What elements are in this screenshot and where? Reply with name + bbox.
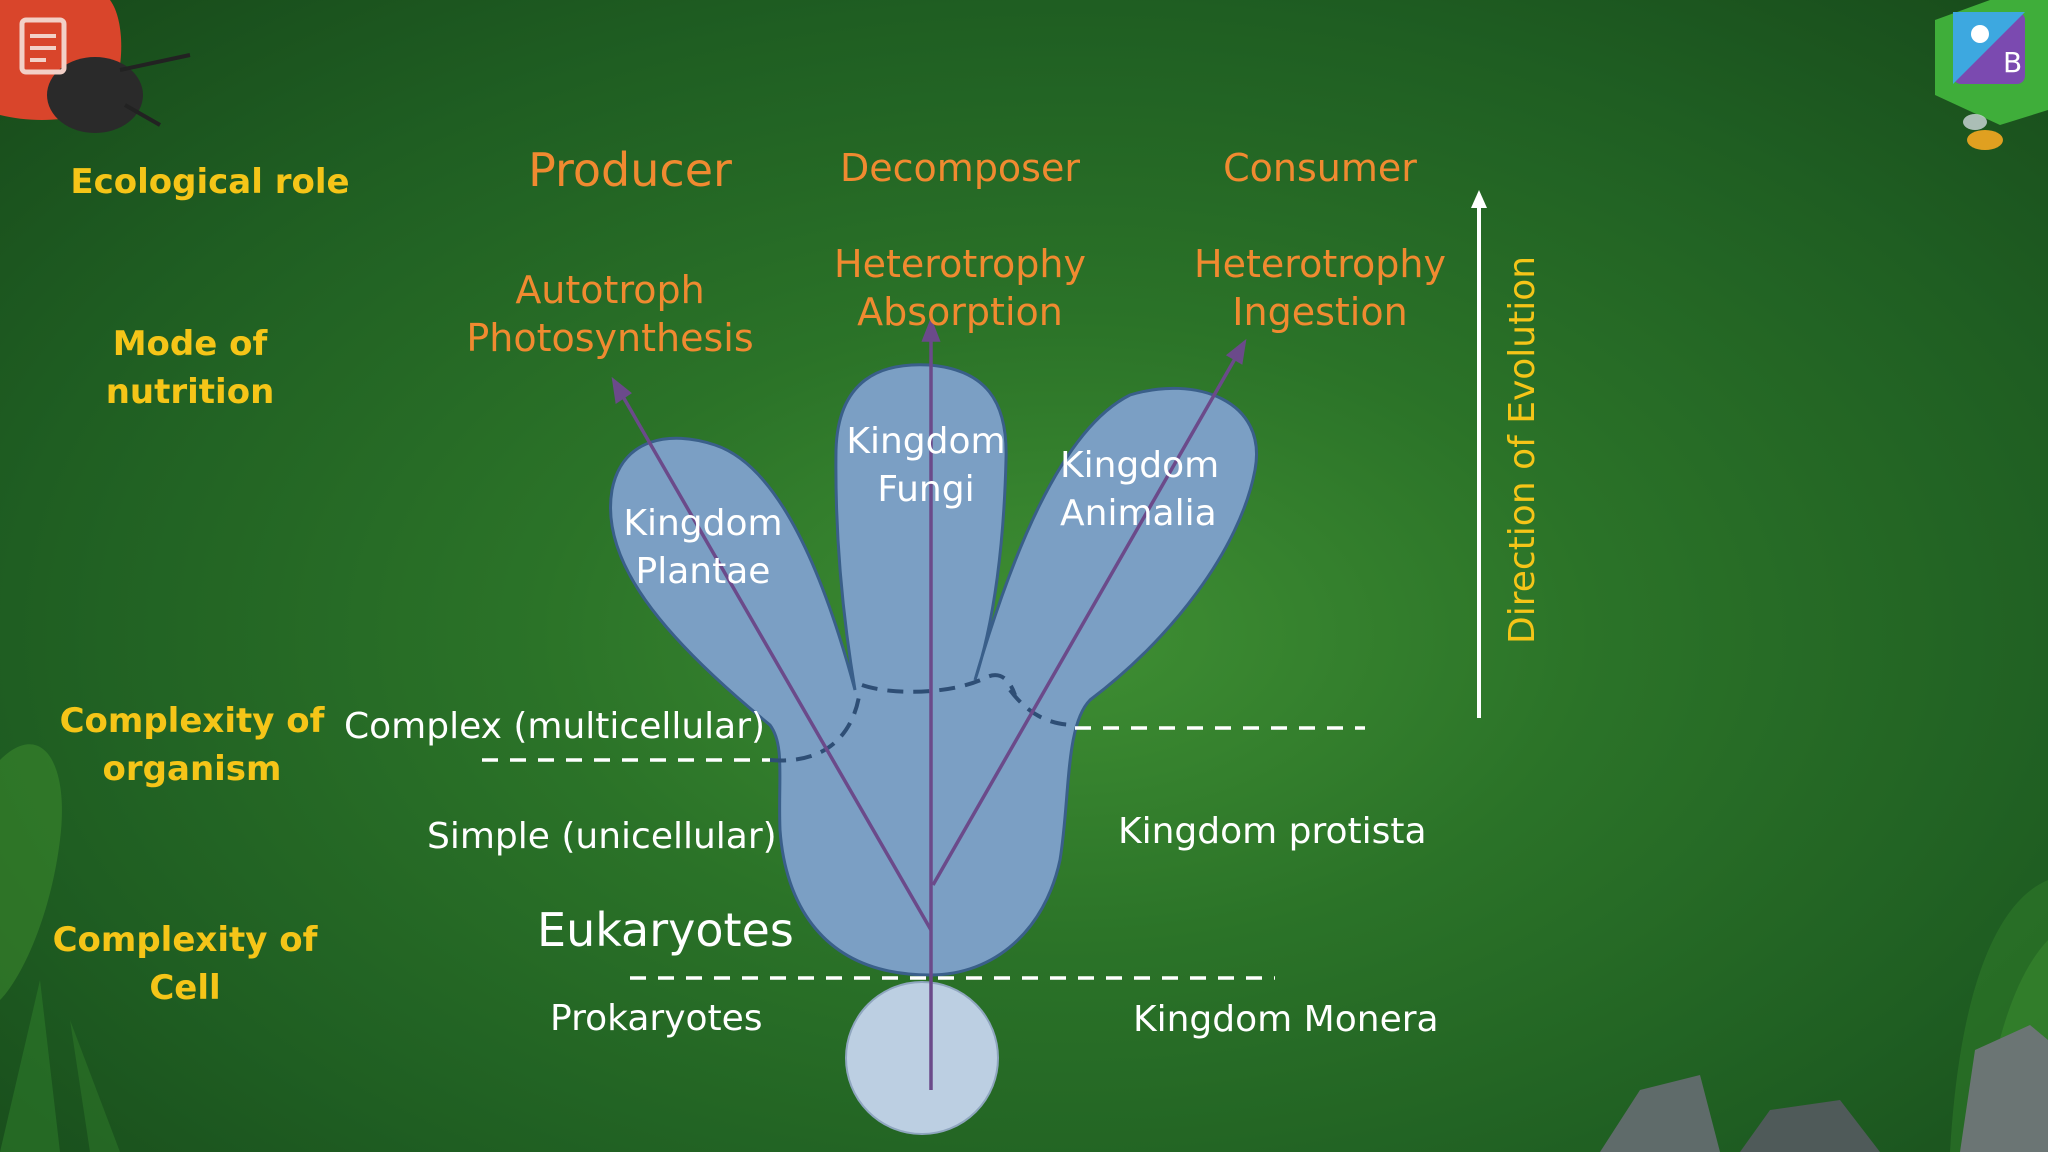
direction-of-evolution-label: Direction of Evolution bbox=[1502, 255, 1543, 644]
role-decomposer: Decomposer bbox=[840, 146, 1080, 190]
evolution-arrow bbox=[1471, 190, 1487, 718]
level-lines bbox=[482, 726, 1365, 980]
kingdom-monera-label: Kingdom Monera bbox=[1133, 999, 1439, 1040]
complexity-of-organism-line-1: Complexity of bbox=[59, 701, 325, 741]
kingdom-fungi-line-1: Kingdom bbox=[846, 421, 1006, 462]
kingdom-animalia-line-2: Animalia bbox=[1060, 493, 1217, 534]
nutrition-decomposer-line-1: Heterotrophy bbox=[834, 242, 1086, 286]
complexity-of-organism-line-2: organism bbox=[102, 749, 282, 789]
plantae-boundary bbox=[769, 689, 862, 763]
nutrition-decomposer: Heterotrophy Absorption bbox=[800, 240, 1120, 336]
nutrition-producer-line-2: Photosynthesis bbox=[466, 316, 754, 360]
animalia-boundary bbox=[1008, 688, 1076, 727]
lineage-arrows bbox=[611, 317, 1247, 1090]
prokaryote-circle bbox=[845, 981, 999, 1135]
complexity-of-cell-line-1: Complexity of bbox=[52, 920, 318, 960]
mode-of-nutrition-line-2: nutrition bbox=[105, 372, 275, 412]
prokaryotes-label: Prokaryotes bbox=[550, 998, 763, 1039]
rock-decoration bbox=[1600, 1075, 1720, 1152]
nutrition-producer-line-1: Autotroph bbox=[515, 268, 705, 312]
svg-text:B: B bbox=[2003, 46, 2022, 79]
leaf-decoration-left bbox=[0, 744, 62, 1000]
kingdom-plantae-line-2: Plantae bbox=[635, 551, 771, 592]
simple-unicellular-label: Simple (unicellular) bbox=[427, 816, 777, 857]
complex-multicellular-label: Complex (multicellular) bbox=[344, 706, 766, 747]
role-consumer: Consumer bbox=[1223, 146, 1417, 190]
nutrition-consumer: Heterotrophy Ingestion bbox=[1160, 240, 1480, 336]
kingdom-plantae-label: Kingdom Plantae bbox=[603, 500, 803, 596]
nutrition-consumer-line-1: Heterotrophy bbox=[1194, 242, 1446, 286]
mode-of-nutrition-label: Mode of nutrition bbox=[60, 320, 320, 416]
kingdom-fungi-label: Kingdom Fungi bbox=[826, 418, 1026, 514]
app-logo-icon[interactable]: B bbox=[1935, 0, 2048, 150]
kingdom-fungi-line-2: Fungi bbox=[877, 469, 975, 510]
kingdom-plantae-line-1: Kingdom bbox=[623, 503, 783, 544]
kingdom-protista-label: Kingdom protista bbox=[1118, 811, 1427, 852]
eukaryote-blob bbox=[609, 363, 1258, 977]
eukaryotes-label: Eukaryotes bbox=[537, 903, 794, 957]
ecological-role-label: Ecological role bbox=[70, 162, 350, 202]
kingdom-animalia-label: Kingdom Animalia bbox=[1060, 442, 1260, 538]
kingdom-animalia-line-1: Kingdom bbox=[1060, 445, 1220, 486]
role-producer: Producer bbox=[528, 143, 732, 197]
fungi-boundary bbox=[861, 673, 1017, 696]
notes-icon[interactable] bbox=[0, 0, 191, 133]
nutrition-consumer-line-2: Ingestion bbox=[1232, 290, 1408, 334]
complexity-of-cell-label: Complexity of Cell bbox=[45, 916, 325, 1012]
complexity-of-cell-line-2: Cell bbox=[149, 968, 221, 1008]
nutrition-producer: Autotroph Photosynthesis bbox=[460, 266, 760, 362]
nutrition-decomposer-line-2: Absorption bbox=[857, 290, 1063, 334]
mode-of-nutrition-line-1: Mode of bbox=[112, 324, 268, 364]
complexity-of-organism-label: Complexity of organism bbox=[52, 697, 332, 793]
